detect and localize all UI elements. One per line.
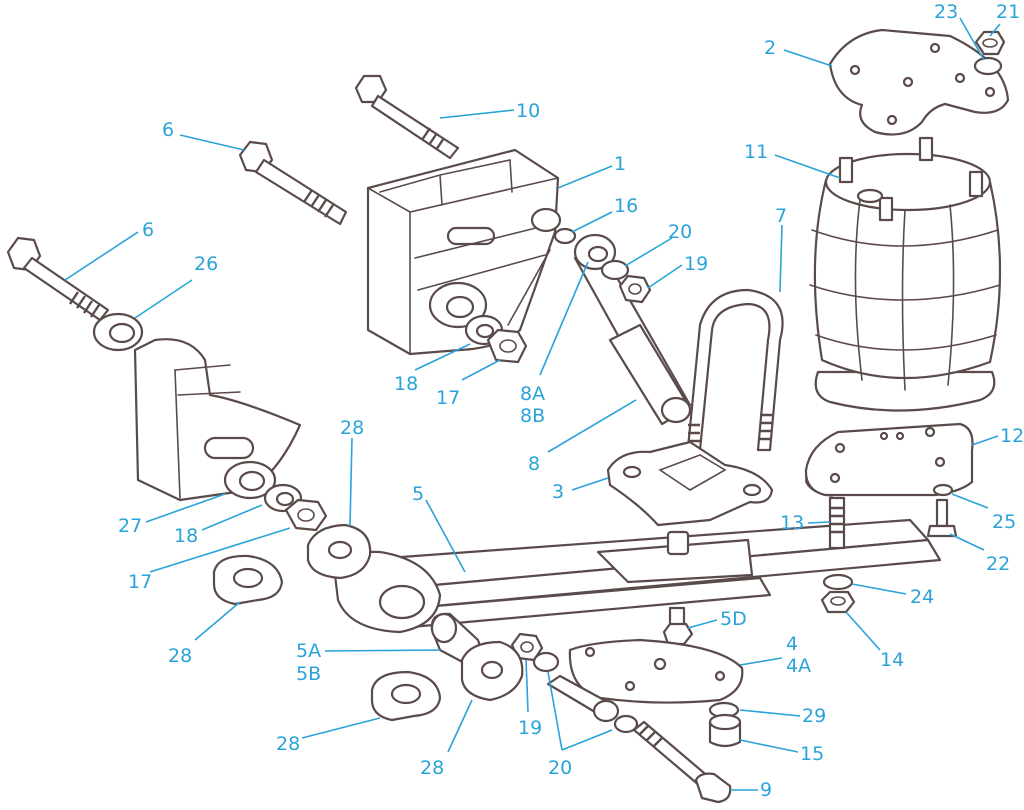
washer-23 xyxy=(973,56,1003,76)
callout-19-lower: 19 xyxy=(518,717,542,739)
callout-10: 10 xyxy=(516,100,540,122)
callout-21: 21 xyxy=(996,1,1020,23)
callout-28-top: 28 xyxy=(340,417,364,439)
callout-17-front: 17 xyxy=(128,571,152,593)
spacer-28-a xyxy=(306,523,372,580)
axle-plate xyxy=(568,638,744,704)
callout-6-upper: 6 xyxy=(162,119,174,141)
callout-25: 25 xyxy=(992,511,1016,533)
callout-18-front: 18 xyxy=(174,525,198,547)
callout-20-lower: 20 xyxy=(548,757,572,779)
callout-5a: 5A xyxy=(296,640,321,662)
callout-15: 15 xyxy=(800,743,824,765)
leader-lines xyxy=(64,17,1001,791)
nut-5d xyxy=(662,606,694,646)
spacer-28-d xyxy=(460,640,524,702)
callout-11: 11 xyxy=(744,141,768,163)
callout-20-shock: 20 xyxy=(668,221,692,243)
washer-25 xyxy=(932,483,954,497)
callout-23: 23 xyxy=(934,1,958,23)
callout-5d: 5D xyxy=(720,608,747,630)
bolt-9 xyxy=(632,720,732,804)
washer-24 xyxy=(822,573,854,591)
callout-labels: 1 2 3 4 4A 5 5A 5B 5D 6 6 7 8 8A 8B 9 10… xyxy=(118,1,1024,801)
spacer-15 xyxy=(708,713,742,748)
bushing-16 xyxy=(530,207,562,233)
lower-mount-plate xyxy=(804,422,974,497)
nut-17-rear xyxy=(486,328,528,364)
washer-20-shock xyxy=(600,259,630,281)
callout-19-shock: 19 xyxy=(684,253,708,275)
bolt-13 xyxy=(828,496,846,550)
callout-2: 2 xyxy=(764,37,776,59)
callout-28-bottom-left: 28 xyxy=(276,733,300,755)
upper-mount-plate xyxy=(828,28,1010,136)
air-spring xyxy=(809,136,1002,412)
washer-16 xyxy=(553,227,577,245)
u-bolt xyxy=(686,288,784,452)
callout-5b: 5B xyxy=(296,663,321,685)
callout-8: 8 xyxy=(528,453,540,475)
callout-29: 29 xyxy=(802,705,826,727)
callout-5: 5 xyxy=(412,483,424,505)
nut-14 xyxy=(820,590,856,614)
callout-1: 1 xyxy=(614,153,626,175)
nut-19-shock xyxy=(618,274,652,304)
callout-22: 22 xyxy=(986,553,1010,575)
bolt-10 xyxy=(354,74,460,160)
washer-20-lower xyxy=(613,714,639,734)
callout-7: 7 xyxy=(775,205,787,227)
bushing-26 xyxy=(92,312,144,352)
callout-4a: 4A xyxy=(786,655,811,677)
bolt-6-left xyxy=(6,236,110,322)
callout-16: 16 xyxy=(614,195,638,217)
front-hanger-bracket xyxy=(133,338,302,502)
callout-4: 4 xyxy=(786,633,798,655)
callout-17-rear: 17 xyxy=(436,387,460,409)
callout-24: 24 xyxy=(910,586,934,608)
shock-pin xyxy=(546,674,620,723)
callout-13: 13 xyxy=(780,512,804,534)
callout-26: 26 xyxy=(194,253,218,275)
shock-absorber xyxy=(573,233,692,426)
spacer-28-c xyxy=(370,670,442,722)
callout-8a: 8A xyxy=(520,383,545,405)
callout-28-left: 28 xyxy=(168,645,192,667)
callout-9: 9 xyxy=(760,779,772,801)
axle-seat xyxy=(606,440,774,527)
nut-17-front xyxy=(284,498,328,532)
nut-19-lower xyxy=(510,632,544,662)
washer-20-lower-a xyxy=(532,651,560,673)
callout-12: 12 xyxy=(1000,425,1024,447)
nut-21 xyxy=(974,30,1006,56)
callout-28-bottom: 28 xyxy=(420,757,444,779)
callout-18-rear: 18 xyxy=(394,373,418,395)
spacer-28-b xyxy=(212,554,284,606)
bolt-6-upper xyxy=(238,140,348,226)
callout-3: 3 xyxy=(552,481,564,503)
rear-hanger-bracket xyxy=(366,148,560,356)
callout-6-left: 6 xyxy=(142,219,154,241)
callout-14: 14 xyxy=(880,649,904,671)
leaf-spring xyxy=(333,518,942,634)
callout-8b: 8B xyxy=(520,405,545,427)
callout-27: 27 xyxy=(118,515,142,537)
bolt-22 xyxy=(926,498,958,538)
